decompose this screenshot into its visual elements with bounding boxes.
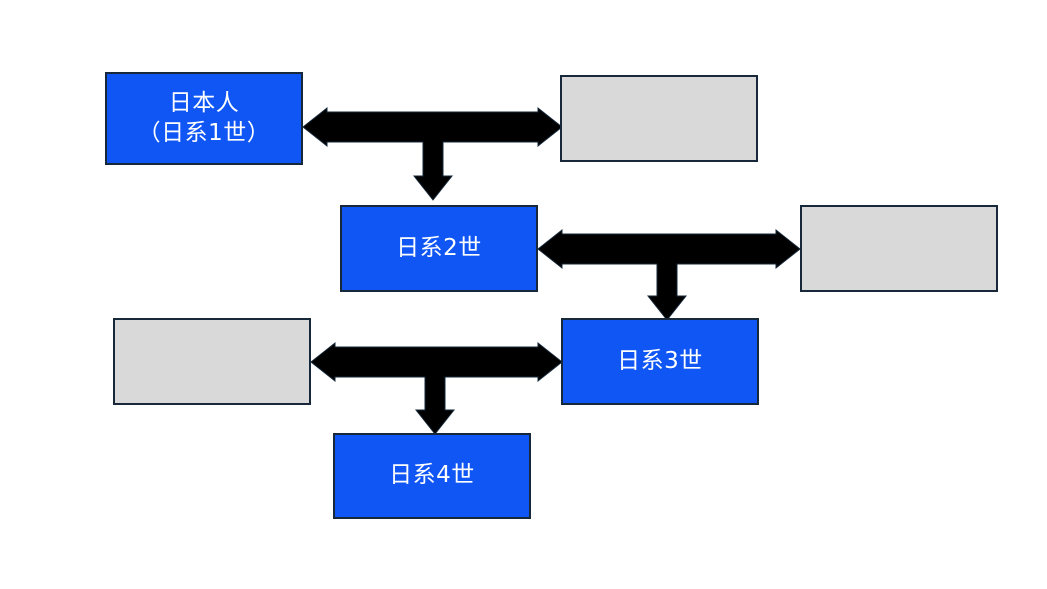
generation-3-box-label: 日系3世 [617, 347, 703, 374]
generation-1-box[interactable]: 日本人 （日系1世） [105, 72, 303, 165]
generation-2-box[interactable]: 日系2世 [340, 205, 538, 292]
generation-4-box[interactable]: 日系4世 [333, 433, 531, 519]
tee-arrow-row1 [299, 106, 566, 204]
tee-arrow-row3 [307, 341, 566, 438]
generation-1-box-label: 日本人 （日系1世） [137, 90, 271, 146]
generation-4-box-label: 日系4世 [389, 462, 475, 489]
blank-box-row3[interactable] [113, 318, 311, 405]
tee-arrow-row2 [534, 228, 804, 324]
blank-box-row1[interactable] [560, 75, 758, 162]
blank-box-row2[interactable] [800, 205, 998, 292]
generation-3-box[interactable]: 日系3世 [561, 318, 759, 405]
generation-2-box-label: 日系2世 [396, 234, 482, 261]
